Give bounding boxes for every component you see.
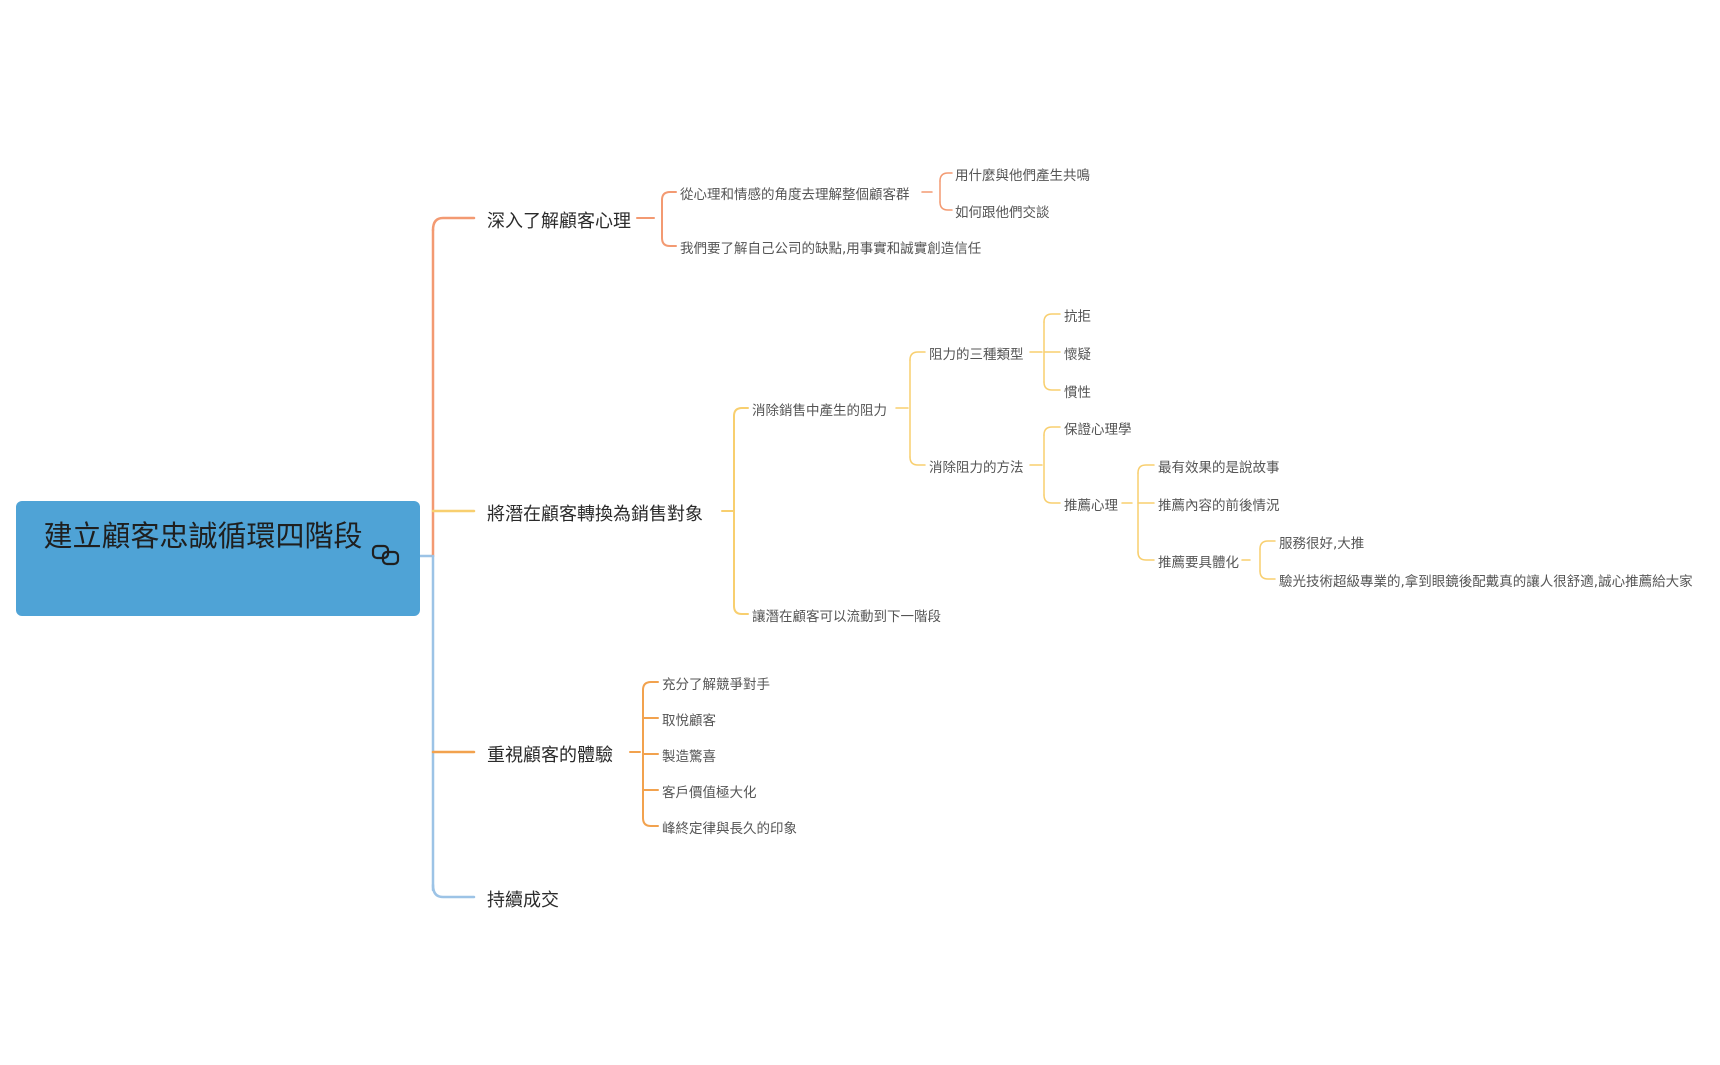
topic-remove-resistance[interactable]: 消除銷售中產生的阻力	[752, 403, 887, 419]
topic-recommend-psychology[interactable]: 推薦心理	[1064, 498, 1118, 514]
topic-inertia[interactable]: 慣性	[1064, 385, 1091, 401]
topic-peak-end-rule[interactable]: 峰終定律與長久的印象	[662, 821, 797, 837]
topic-guarantee-psychology[interactable]: 保證心理學	[1064, 422, 1132, 438]
edge-branch-0	[431, 216, 476, 232]
root-topic[interactable]: 建立顧客忠誠循環四階段	[16, 501, 420, 616]
topic-reject[interactable]: 抗拒	[1064, 309, 1091, 325]
b1c0-edge-0	[909, 351, 926, 361]
b1c0c0-edge-0	[1043, 313, 1061, 323]
b1c0c1c1-edge-2	[1137, 551, 1155, 561]
b0c0-edge-1	[939, 201, 953, 211]
topic-resistance-methods[interactable]: 消除阻力的方法	[929, 460, 1024, 476]
topic-know-weakness[interactable]: 我們要了解自己公司的缺點,用事實和誠實創造信任	[680, 241, 982, 257]
topic-create-surprise[interactable]: 製造驚喜	[662, 749, 716, 765]
b1c0c1c1-edge-0	[1137, 464, 1155, 474]
topic-flow-next-stage[interactable]: 讓潛在顧客可以流動到下一階段	[752, 609, 941, 625]
b1c0c0-edge-2	[1043, 381, 1061, 391]
b1c0-edge-1	[909, 456, 926, 466]
branch-convert-prospects[interactable]: 將潛在顧客轉換為銷售對象	[487, 504, 703, 525]
link-icon[interactable]	[371, 543, 401, 567]
b1c0c1c1c2-edge-1	[1259, 570, 1276, 580]
topic-three-resistance-types[interactable]: 阻力的三種類型	[929, 347, 1024, 363]
b0-edge-0	[661, 191, 677, 201]
b2-edge-0	[642, 681, 659, 691]
b1c0c1-edge-0	[1043, 426, 1061, 436]
b0-edge-1	[661, 237, 677, 247]
topic-resonate[interactable]: 用什麼與他們產生共鳴	[955, 168, 1090, 184]
topic-psych-emotion[interactable]: 從心理和情感的角度去理解整個顧客群	[680, 187, 910, 203]
branch-understand-psychology[interactable]: 深入了解顧客心理	[487, 211, 631, 232]
b1-edge-0	[733, 407, 749, 417]
branch-continuous-closing[interactable]: 持續成交	[487, 890, 559, 911]
topic-be-specific[interactable]: 推薦要具體化	[1158, 555, 1239, 571]
topic-doubt[interactable]: 懷疑	[1064, 347, 1091, 363]
topic-recommend-context[interactable]: 推薦內容的前後情況	[1158, 498, 1280, 514]
edge-branch-3	[431, 883, 476, 899]
b1c0c1c1c2-edge-0	[1259, 540, 1276, 550]
topic-how-to-talk[interactable]: 如何跟他們交談	[955, 205, 1050, 221]
topic-please-customers[interactable]: 取悅顧客	[662, 713, 716, 729]
b0c0-edge-0	[939, 172, 953, 182]
root-topic-title: 建立顧客忠誠循環四階段	[43, 519, 363, 553]
topic-storytelling[interactable]: 最有效果的是說故事	[1158, 460, 1280, 476]
branch-customer-experience[interactable]: 重視顧客的體驗	[487, 745, 613, 766]
b1c0c1-edge-1	[1043, 494, 1061, 504]
topic-maximize-value[interactable]: 客戶價值極大化	[662, 785, 757, 801]
topic-know-competitors[interactable]: 充分了解競爭對手	[662, 677, 770, 693]
b2-edge-4	[642, 817, 659, 827]
topic-example-good-service[interactable]: 服務很好,大推	[1279, 536, 1365, 552]
b1-edge-1	[733, 605, 749, 615]
topic-example-optometry[interactable]: 驗光技術超級專業的,拿到眼鏡後配戴真的讓人很舒適,誠心推薦給大家	[1279, 574, 1693, 590]
